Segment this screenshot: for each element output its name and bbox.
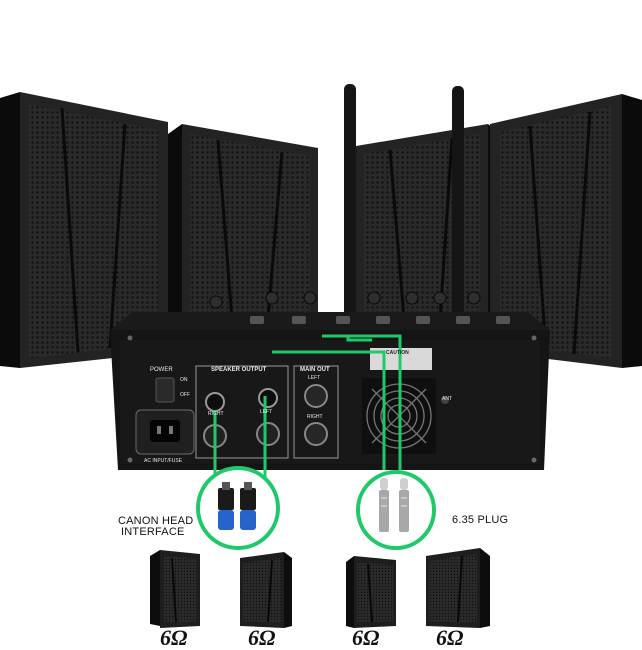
ac-input-label: AC INPUT/FUSE	[144, 458, 183, 464]
canon-caption-line2: INTERFACE	[121, 526, 185, 538]
bottom-speaker-1	[150, 550, 200, 628]
bottom-speaker-3	[346, 556, 396, 628]
speaker-output-label: SPEAKER OUTPUT	[211, 367, 267, 373]
canon-highlight-circle	[196, 466, 280, 550]
mixer-top	[110, 291, 550, 330]
speaker-output-box	[195, 365, 289, 459]
mixer-rear-panel	[110, 330, 550, 470]
ant-label: ANT	[442, 396, 452, 402]
plug-caption: 6.35 PLUG	[452, 514, 509, 526]
speakon-connectors	[218, 482, 256, 530]
speaker-1-impedance: 6Ω	[160, 625, 188, 650]
main-out-label: MAIN OUT	[300, 367, 330, 373]
speaker-2-impedance: 6Ω	[248, 625, 276, 650]
on-label: ON	[180, 377, 188, 383]
main-out-box	[293, 365, 339, 459]
power-label: POWER	[150, 367, 173, 373]
speaker-left-inner	[168, 124, 318, 334]
power-switch	[155, 377, 175, 403]
canon-caption-line1: CANON HEAD	[118, 515, 194, 527]
speaker-4-impedance: 6Ω	[436, 625, 464, 650]
speaker-3-impedance: 6Ω	[352, 625, 380, 650]
plug-highlight-circle	[356, 470, 436, 550]
jack-plugs	[379, 478, 409, 532]
left-label: LEFT	[260, 409, 273, 415]
right-label: RIGHT	[208, 411, 224, 417]
main-out-right-label: RIGHT	[307, 414, 323, 420]
bottom-speaker-2	[240, 552, 292, 628]
speaker-right-outer	[490, 94, 642, 368]
main-out-left-label: LEFT	[308, 375, 321, 381]
speaker-left-outer	[0, 92, 168, 368]
bottom-speaker-4	[426, 548, 490, 628]
caution-text: CAUTION	[386, 350, 409, 356]
off-label: OFF	[180, 392, 190, 398]
